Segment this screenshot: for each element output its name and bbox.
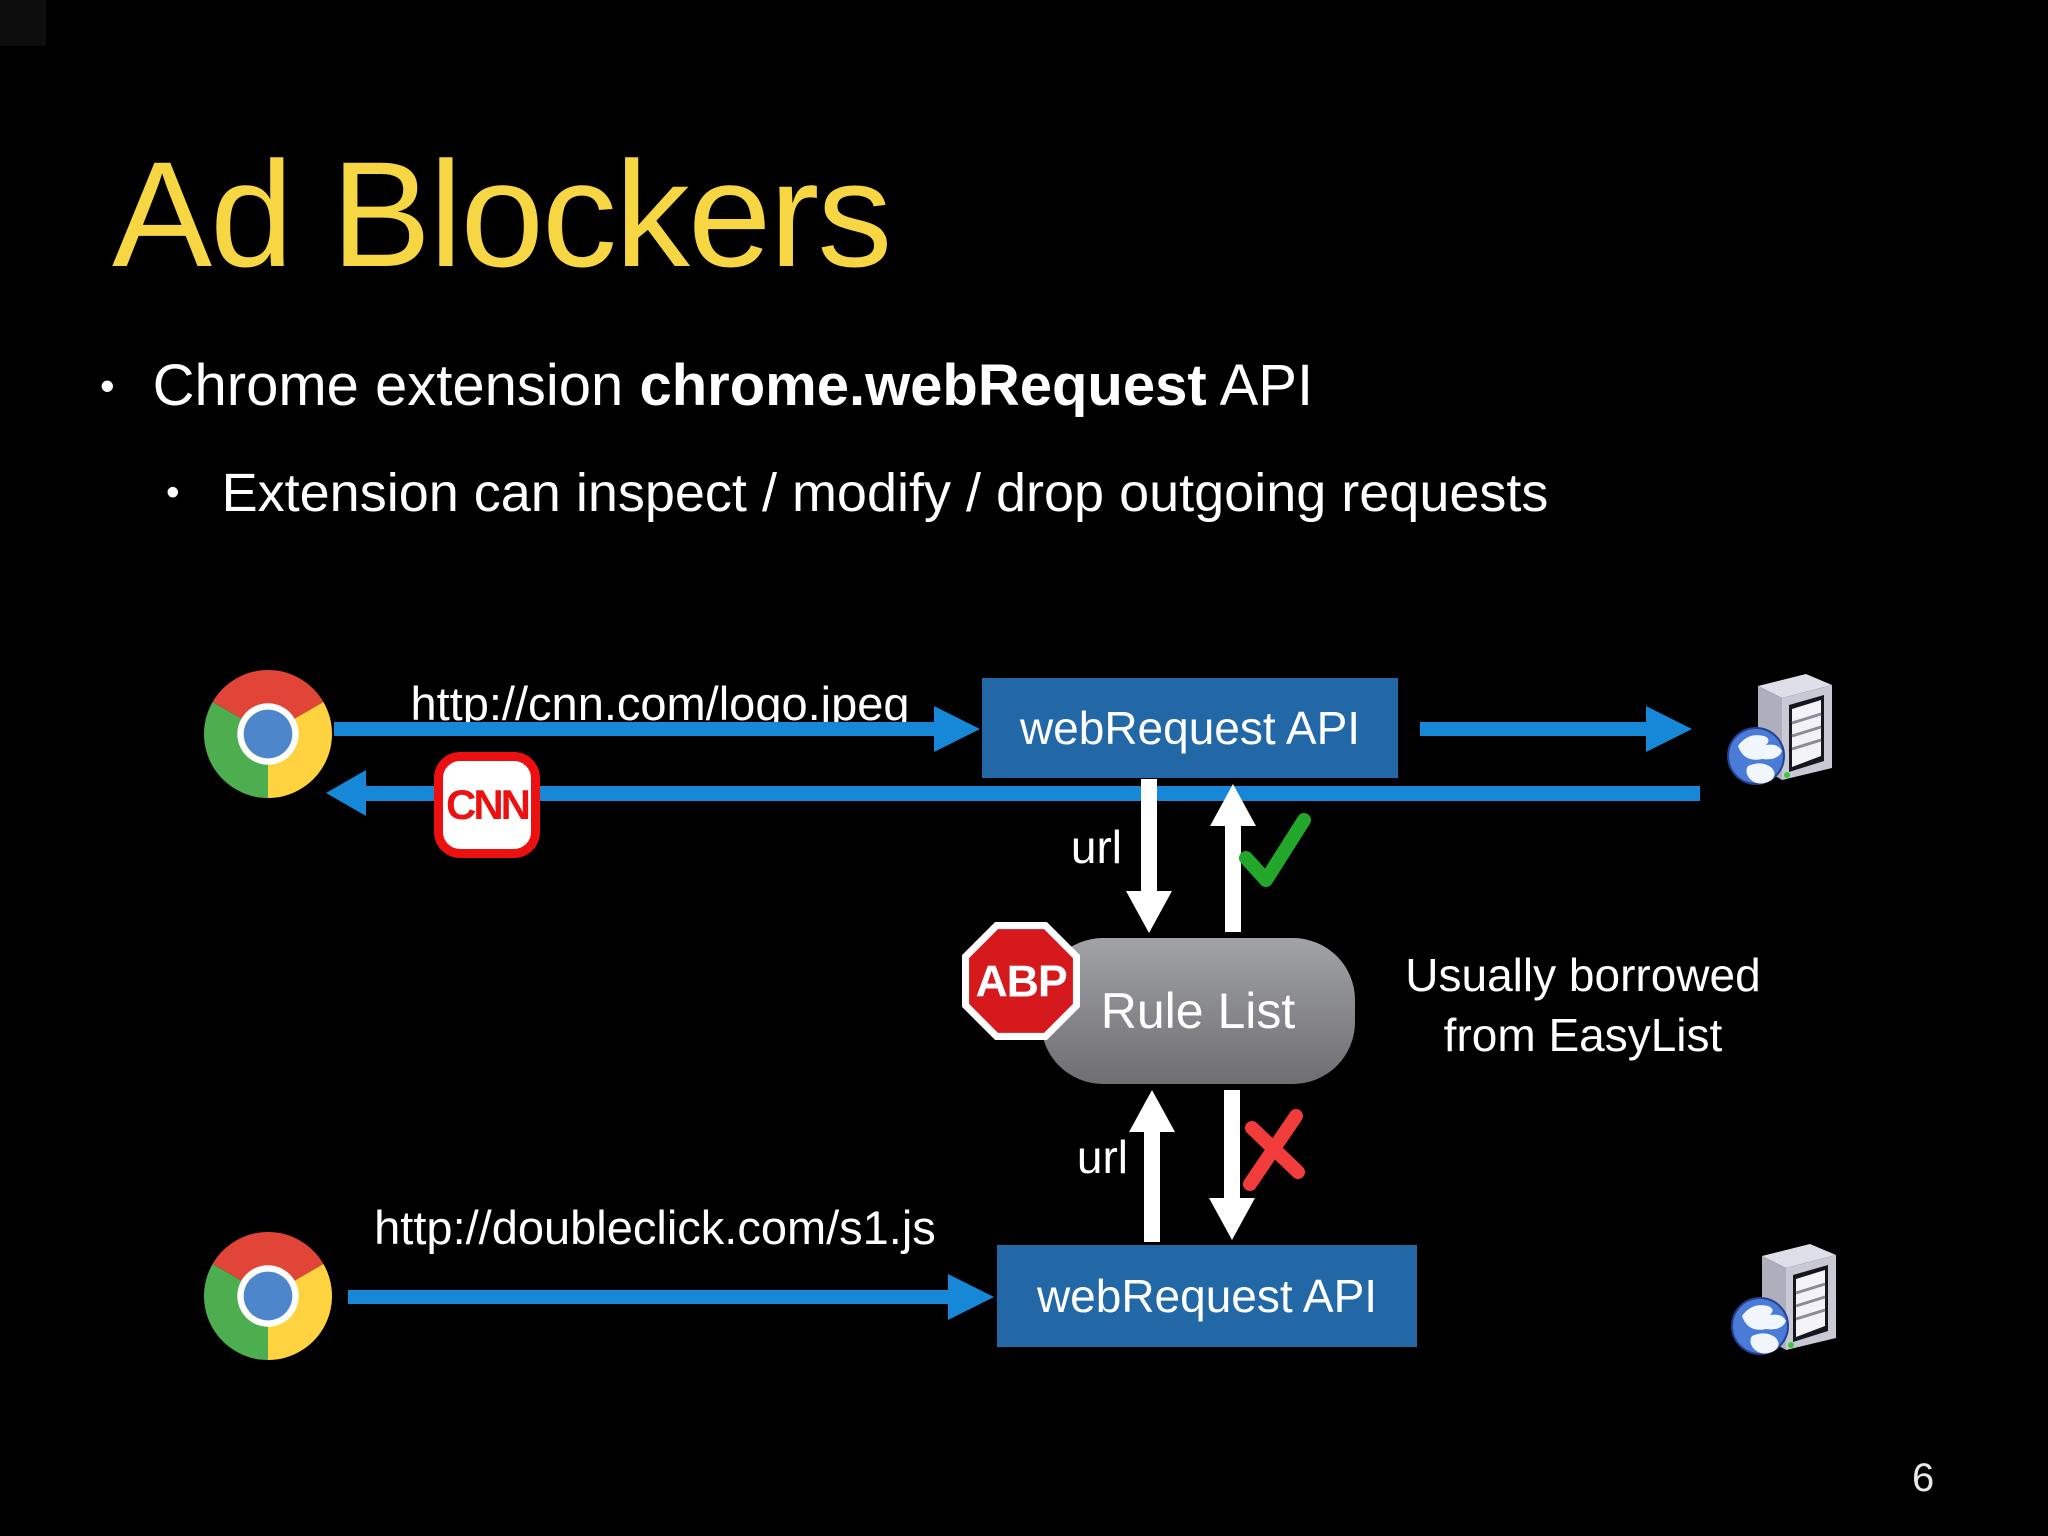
easylist-note-line2: from EasyList xyxy=(1443,1008,1723,1061)
rule-list-box: Rule List xyxy=(1041,938,1355,1084)
arrow-shaft xyxy=(348,1290,950,1304)
webrequest-api-label: webRequest API xyxy=(1019,702,1361,754)
arrow-shaft xyxy=(334,722,936,736)
arrow-shaft xyxy=(1141,779,1157,893)
arrow-head xyxy=(1129,1090,1175,1132)
bottom-request-url: http://doubleclick.com/s1.js xyxy=(374,1201,936,1254)
arrow-head xyxy=(1210,784,1256,826)
easylist-note-line1: Usually borrowed xyxy=(1405,949,1761,1001)
page-title: Ad Blockers xyxy=(112,130,892,298)
page-number: 6 xyxy=(1912,1456,1935,1500)
chrome-icon xyxy=(204,670,332,798)
abp-badge-text: ABP xyxy=(975,955,1066,1006)
abp-icon: ABP xyxy=(962,922,1080,1040)
top-request-url: http://cnn.com/logo.jpeg xyxy=(410,677,910,730)
check-icon xyxy=(1239,813,1311,887)
bullet-item-1: • Chrome extension chrome.webRequest API xyxy=(100,352,1313,419)
arrow-shaft xyxy=(1420,722,1648,736)
cnn-logo: CNN xyxy=(434,752,540,858)
server-icon xyxy=(1727,674,1832,785)
arrow-shaft xyxy=(1144,1130,1160,1242)
bullet-1-post: API xyxy=(1206,353,1314,418)
rule-list-label: Rule List xyxy=(1100,983,1296,1039)
easylist-note: Usually borrowed from EasyList xyxy=(1368,946,1798,1066)
bullet-marker: • xyxy=(166,470,180,514)
cnn-logo-text: CNN xyxy=(446,781,531,828)
bullet-item-2: • Extension can inspect / modify / drop … xyxy=(166,462,1548,524)
bullet-1-bold: chrome.webRequest xyxy=(639,353,1207,418)
arrow-head xyxy=(1126,891,1172,933)
webrequest-api-box-bottom: webRequest API xyxy=(997,1245,1417,1347)
url-label-bottom: url xyxy=(1076,1131,1128,1183)
bullet-marker: • xyxy=(100,361,115,409)
chrome-icon xyxy=(204,1232,332,1360)
cross-icon xyxy=(1243,1109,1305,1191)
server-icon xyxy=(1731,1244,1836,1355)
bullet-1-text: Chrome extension chrome.webRequest API xyxy=(153,352,1313,419)
bullet-1-pre: Chrome extension xyxy=(152,353,640,418)
arrow-head xyxy=(948,1274,994,1320)
webrequest-api-box-top: webRequest API xyxy=(982,678,1398,778)
arrow-head xyxy=(326,770,366,816)
arrow-shaft xyxy=(1224,1090,1240,1200)
url-label-top: url xyxy=(1070,821,1122,873)
corner-artifact xyxy=(0,0,46,46)
arrow-shaft xyxy=(360,786,1700,801)
bullet-2-text: Extension can inspect / modify / drop ou… xyxy=(221,463,1549,523)
webrequest-api-label: webRequest API xyxy=(1036,1270,1378,1322)
arrow-shaft xyxy=(1225,824,1241,932)
arrow-head xyxy=(934,706,980,752)
arrow-head xyxy=(1646,706,1692,752)
arrow-head xyxy=(1209,1198,1255,1240)
